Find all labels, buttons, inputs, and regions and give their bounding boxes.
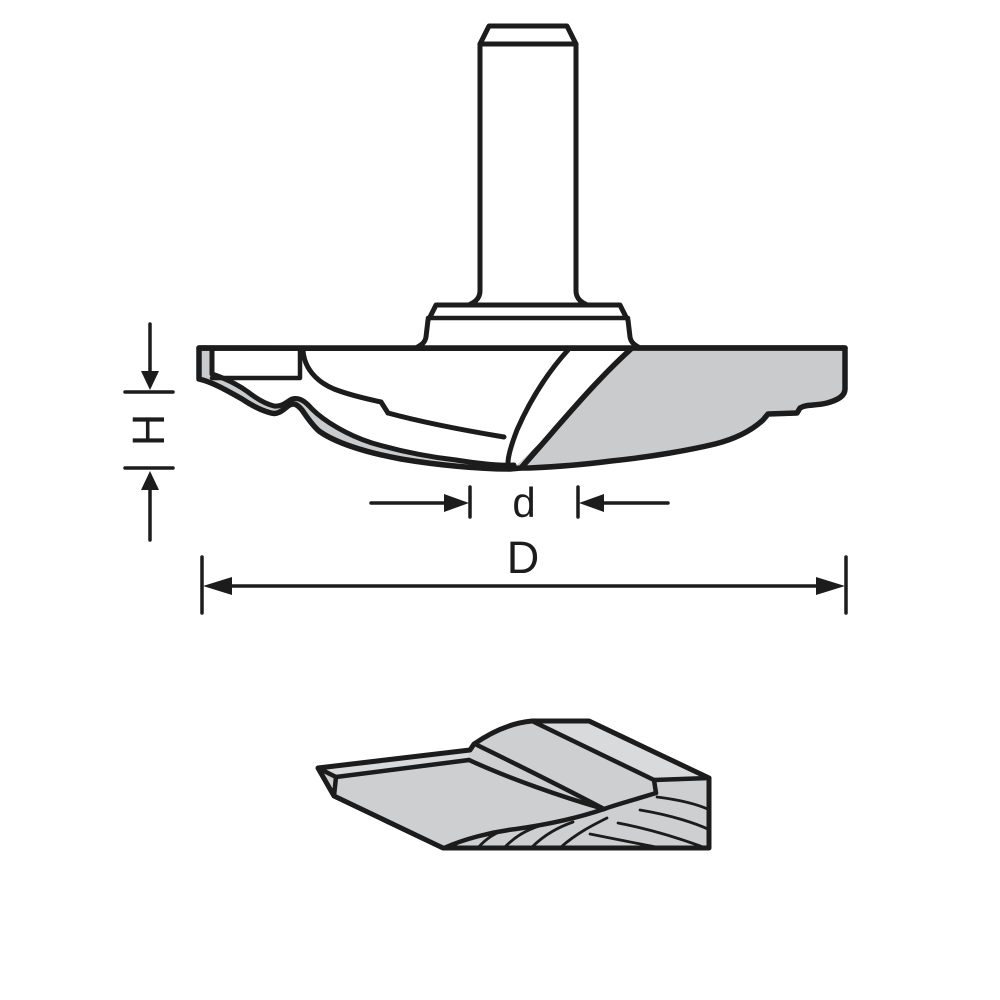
- shank-body: [463, 41, 593, 309]
- dim-d-right-arrowhead: [579, 494, 604, 512]
- dim-h-bottom-arrowhead: [141, 471, 159, 490]
- cutter-flute-curve: [505, 347, 571, 466]
- dim-d-label: d: [512, 479, 535, 526]
- dim-d-left-arrowhead: [444, 494, 469, 512]
- wood-bevel-ridge-lower: [466, 757, 607, 812]
- cutter-edge-inner-line: [209, 347, 517, 468]
- wood-field-front-edge: [651, 775, 712, 783]
- dim-h-top-arrowhead: [141, 371, 159, 390]
- cutter-right-body: [518, 345, 848, 471]
- cutter-top-face-lines: [209, 347, 303, 381]
- dim-D-right-arrowhead: [816, 577, 845, 595]
- wood-profile-sample: [315, 718, 712, 851]
- wood-silhouette-outline: [315, 718, 712, 851]
- shank: [463, 23, 593, 309]
- dimension-d: d: [369, 479, 670, 526]
- wood-tongue-front-edge: [333, 757, 472, 780]
- wood-field-left-edge: [529, 718, 657, 783]
- dim-D-left-arrowhead: [203, 577, 232, 595]
- wood-bevel-ridge-upper: [474, 742, 607, 812]
- dimension-D: D: [200, 532, 848, 615]
- wood-field-top-face: [532, 721, 709, 780]
- cutter-profile-shoulder: [300, 347, 384, 405]
- wood-grain-boundary: [441, 790, 659, 851]
- collar-body: [413, 302, 643, 351]
- dim-D-label: D: [507, 532, 540, 583]
- dimension-h: H: [123, 322, 175, 542]
- shank-top-chamfer: [477, 23, 579, 47]
- collar: [413, 302, 643, 351]
- dim-h-label: H: [123, 414, 174, 447]
- cutter-head: [196, 345, 848, 472]
- cutter-profile-lower-line: [385, 410, 507, 440]
